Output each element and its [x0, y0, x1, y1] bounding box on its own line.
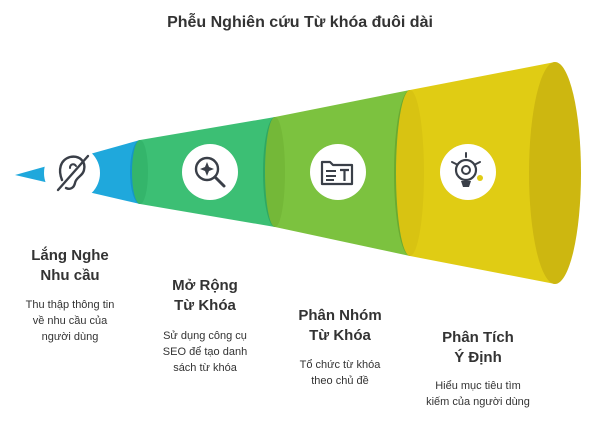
- stage-3-description: Tổ chức từ khóa theo chủ đề: [299, 359, 381, 387]
- lightbulb-target-icon: [440, 144, 496, 200]
- ear-slash-icon: [44, 145, 100, 201]
- magnifier-sparkle-icon: [182, 144, 238, 200]
- stage-2-description: Sử dụng công cụ SEO để tạo danh sách từ …: [162, 330, 248, 374]
- folder-text-icon: [310, 144, 366, 200]
- stage-4-description: Hiểu mục tiêu tìm kiếm của người dùng: [426, 380, 530, 408]
- stage-3-title: Phân Nhóm Từ Khóa: [298, 307, 382, 344]
- diagram-title: Phễu Nghiên cứu Từ khóa đuôi dài: [167, 14, 433, 31]
- stage-4-title: Phân Tích Ý Định: [442, 329, 514, 366]
- stage-1-title: Lắng Nghe Nhu cầu: [31, 247, 109, 284]
- stage-1-description: Thu thập thông tin về nhu cầu của người …: [25, 299, 115, 343]
- stage-2-title: Mở Rộng Từ Khóa: [172, 277, 238, 314]
